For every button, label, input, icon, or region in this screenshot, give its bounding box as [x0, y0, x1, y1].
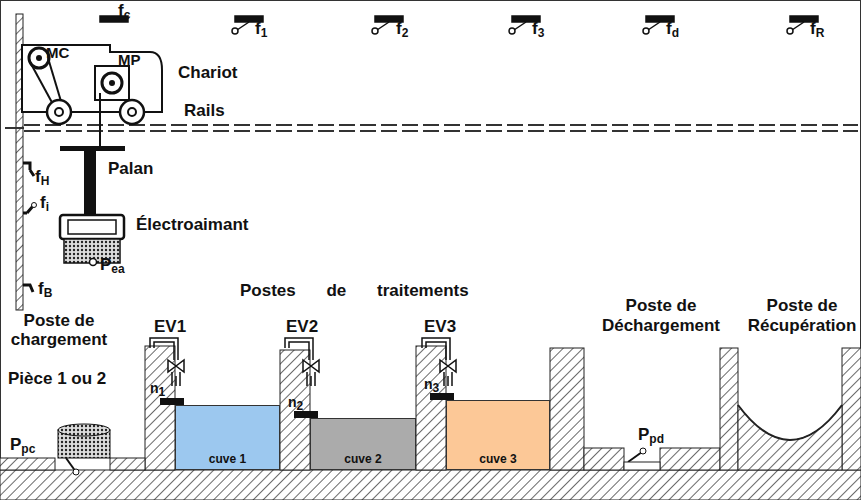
- tank: cuve 2: [310, 418, 416, 470]
- tank-label: cuve 3: [479, 452, 516, 469]
- tank: cuve 3: [446, 400, 550, 470]
- part-name: Rails: [184, 102, 225, 121]
- part-name: Palan: [108, 160, 153, 179]
- part-name: EV2: [286, 318, 318, 337]
- tank-label: cuve 2: [344, 452, 381, 469]
- tank-label: cuve 1: [209, 452, 246, 469]
- sensor-name: fR: [810, 20, 824, 40]
- sensor-name: fc: [118, 2, 130, 22]
- part-name: Poste de Déchargement: [596, 296, 726, 337]
- part-name: MC: [46, 45, 69, 62]
- part-name: Chariot: [178, 64, 238, 83]
- sensor-name: Pea: [100, 256, 125, 276]
- sensor-name: n2: [288, 395, 303, 413]
- sensor-name: f1: [255, 20, 267, 40]
- part-name: EV1: [154, 318, 186, 337]
- part-name: Poste de Récupération: [746, 296, 858, 337]
- part-name: MP: [118, 52, 141, 69]
- part-name: EV3: [424, 318, 456, 337]
- sensor-name: fH: [35, 168, 49, 188]
- sensor-name: fi: [40, 194, 49, 214]
- sensor-name: f2: [396, 20, 408, 40]
- sensor-name: n1: [150, 381, 165, 399]
- sensor-name: n3: [424, 377, 439, 395]
- part-name: Électroaimant: [136, 216, 248, 235]
- part-name: Postes de traitements: [240, 282, 469, 301]
- sensor-name: fd: [666, 20, 679, 40]
- sensor-name: fB: [38, 280, 52, 300]
- sensor-name: Ppd: [638, 426, 664, 446]
- part-name: Pièce 1 ou 2: [8, 370, 106, 389]
- tank: cuve 1: [175, 405, 280, 470]
- part-name: Poste de chargement: [4, 312, 114, 349]
- sensor-name: Ppc: [10, 436, 35, 456]
- sensor-name: f3: [532, 20, 544, 40]
